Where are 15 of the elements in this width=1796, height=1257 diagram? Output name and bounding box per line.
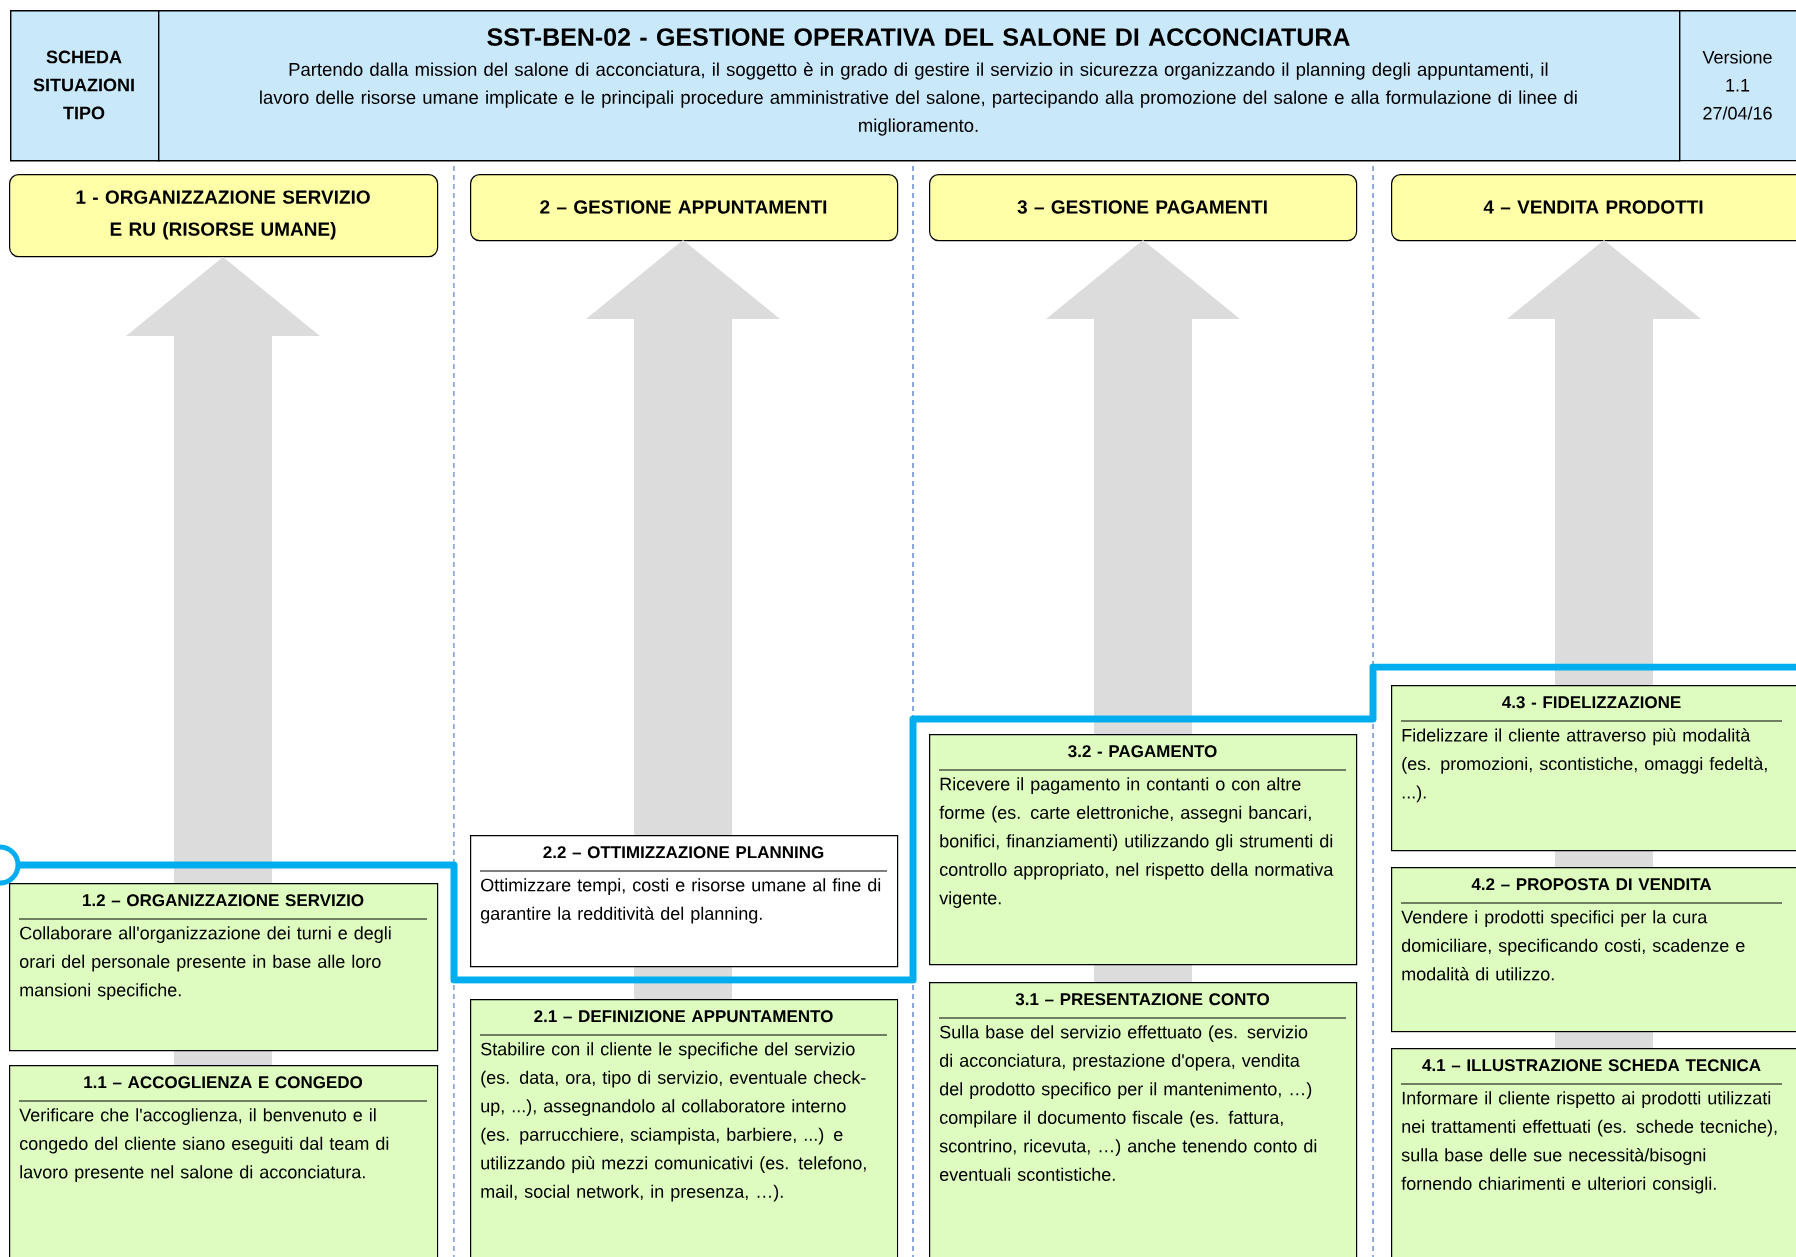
- task-box: 2.1 – DEFINIZIONE APPUNTAMENTO Stabilire con il cliente le specifiche del servizio (es. data, ora, tipo di servizio, eventuale check-up, ...), assegnandolo al collaboratore interno (es. parrucchiere, sciampista, barbiere, ...) e utilizzando più mezzi comunicativi (es. telefono, mail, social network, in presenza, …).: [470, 999, 899, 1257]
- column-header: 3 – GESTIONE PAGAMENTI: [929, 174, 1358, 242]
- column-header: 4 – VENDITA PRODOTTI: [1391, 174, 1796, 242]
- header-cell: Versione 1.1 27/04/16: [1679, 10, 1796, 162]
- task-box: 2.2 – OTTIMIZZAZIONE PLANNING Ottimizzare tempi, costi e risorse umane al fine di garantire la redditività del planning.: [470, 835, 899, 968]
- header-cell: SCHEDA SITUAZIONI TIPO: [10, 10, 160, 162]
- task-box: 3.2 - PAGAMENTO Ricevere il pagamento in contanti o con altre forme (es. carte elettroniche, assegni bancari, bonifici, finanziamenti) utilizzando gli strumenti di controllo appropriato, nel rispetto della normativa vigente.: [929, 734, 1358, 966]
- task-box: 3.1 – PRESENTAZIONE CONTO Sulla base del servizio effettuato (es. servizio di acconciatura, prestazione d'opera, vendita del prodotto specifico per il mantenimento, …) compilare il documento fiscale (es. fattura, scontrino, ricevuta, …) anche tenendo conto di eventuali scontistiche.: [929, 982, 1358, 1257]
- task-box: 1.2 – ORGANIZZAZIONE SERVIZIO Collaborare all'organizzazione dei turni e degli orari del personale presente in base alle loro mansioni specifiche.: [9, 883, 439, 1052]
- task-box: 1.1 – ACCOGLIENZA E CONGEDO Verificare che l'accoglienza, il benvenuto e il congedo del cliente siano eseguiti dal team di lavoro presente nel salone di acconciatura.: [9, 1065, 439, 1257]
- column-header: 2 – GESTIONE APPUNTAMENTI: [470, 174, 899, 242]
- task-box: 4.2 – PROPOSTA DI VENDITA Vendere i prodotti specifici per la cura domiciliare, specificando costi, scadenze e modalità di utilizzo.: [1391, 867, 1796, 1033]
- column-header: 1 - ORGANIZZAZIONE SERVIZIO E RU (RISORSE UMANE): [9, 174, 439, 258]
- task-box: 4.1 – ILLUSTRAZIONE SCHEDA TECNICA Informare il cliente rispetto ai prodotti utilizzati nei trattamenti effettuati (es. schede tecniche), sulla base delle sue necessità/bisogni fornendo chiarimenti e ulteriori consigli.: [1391, 1048, 1796, 1257]
- task-box: 4.3 - FIDELIZZAZIONE Fidelizzare il cliente attraverso più modalità (es. promozioni, scontistiche, omaggi fedeltà, ...).: [1391, 685, 1796, 852]
